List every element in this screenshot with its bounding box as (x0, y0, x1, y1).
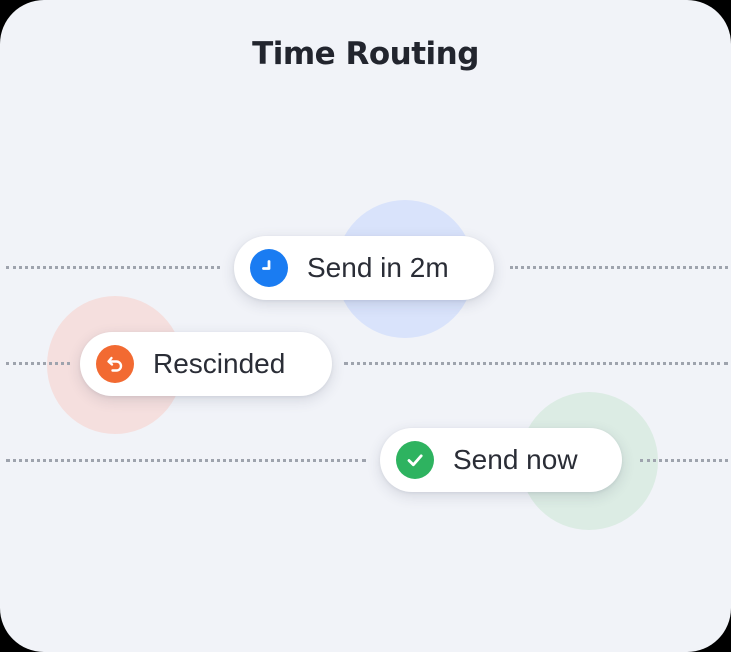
clock-icon (250, 249, 288, 287)
timeline-dotted-line (6, 266, 220, 269)
send-in-2m-pill[interactable]: Send in 2m (234, 236, 494, 300)
send-now-label: Send now (453, 444, 578, 475)
card-title: Time Routing (252, 36, 479, 72)
timeline-dotted-line (640, 459, 728, 462)
checkmark-icon (396, 441, 434, 479)
send-now-pill[interactable]: Send now (380, 428, 622, 492)
rescinded-label: Rescinded (153, 348, 286, 379)
undo-arrow-icon (96, 345, 134, 383)
timeline-dotted-line (344, 362, 728, 365)
rescinded-pill[interactable]: Rescinded (80, 332, 332, 396)
timeline-dotted-line (510, 266, 728, 269)
send-in-2m-label: Send in 2m (307, 252, 449, 283)
timeline-dotted-line (6, 362, 70, 365)
timeline-dotted-line (6, 459, 366, 462)
